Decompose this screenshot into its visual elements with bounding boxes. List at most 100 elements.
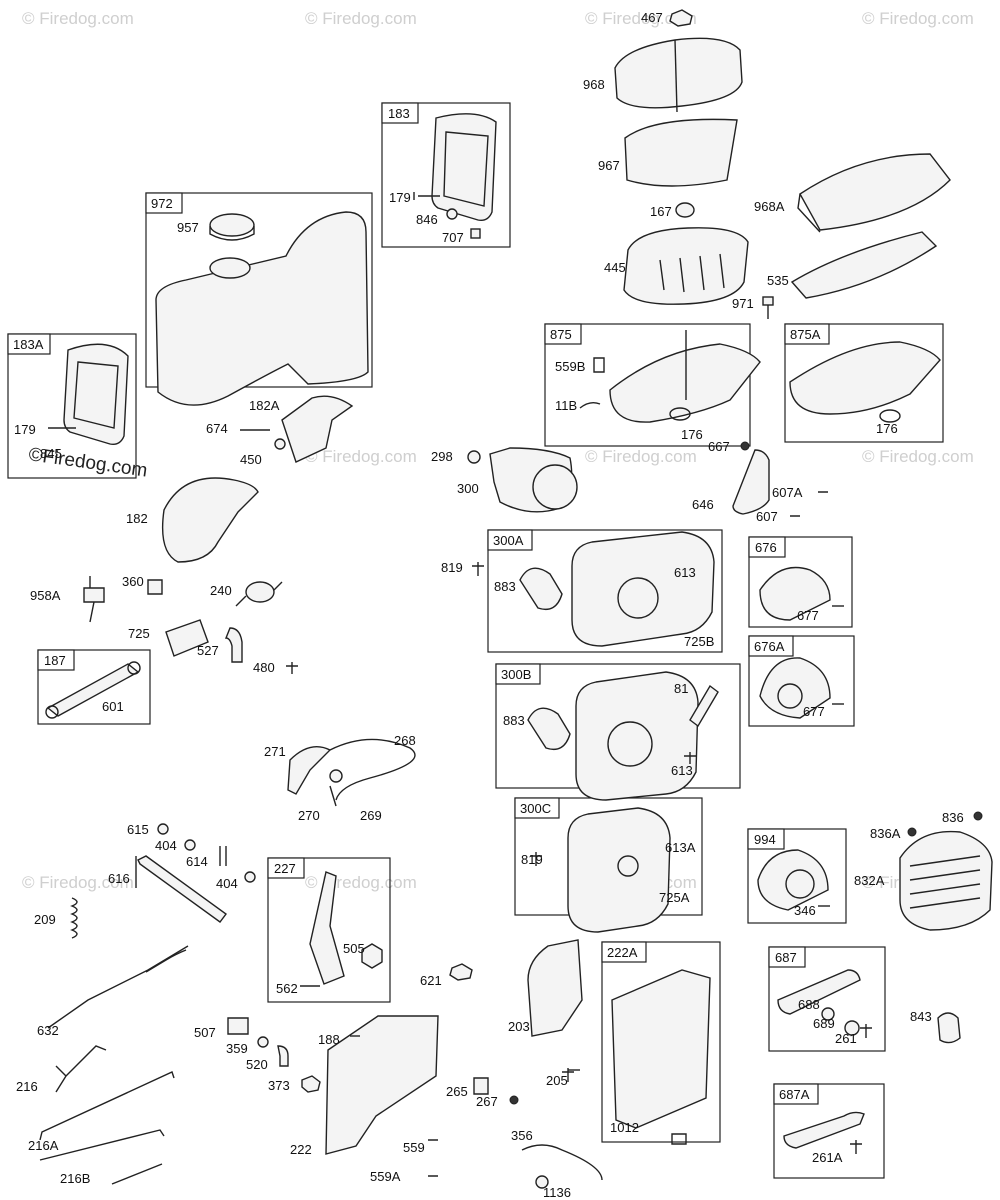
box-label: 300C	[520, 801, 551, 816]
part-label: 261	[835, 1031, 857, 1046]
part-label: 677	[803, 704, 825, 719]
box-label: 875A	[790, 327, 821, 342]
part-label: 725	[128, 626, 150, 641]
part-label: 559A	[370, 1169, 401, 1184]
part-label: 707	[442, 230, 464, 245]
part-label: 188	[318, 1032, 340, 1047]
part-label: 957	[177, 220, 199, 235]
part-label: 846	[416, 212, 438, 227]
part-label: 527	[197, 643, 219, 658]
part-label: 265	[446, 1084, 468, 1099]
part-label: 505	[343, 941, 365, 956]
part-label: 535	[767, 273, 789, 288]
box-183A	[7, 333, 137, 479]
part-label: 240	[210, 583, 232, 598]
part-label: 968	[583, 77, 605, 92]
part-label: 958A	[30, 588, 61, 603]
part-label: 688	[798, 997, 820, 1012]
part-label: 450	[240, 452, 262, 467]
part-label: 883	[503, 713, 525, 728]
part-label: 179	[14, 422, 36, 437]
part-label: 507	[194, 1025, 216, 1040]
box-label: 300B	[501, 667, 531, 682]
box-676A	[748, 635, 855, 727]
part-label: 613A	[665, 840, 696, 855]
part-label: 445	[604, 260, 626, 275]
part-label: 845	[40, 446, 62, 461]
part-label: 1136	[543, 1185, 571, 1200]
box-972	[145, 192, 373, 388]
part-label: 689	[813, 1016, 835, 1031]
part-label: 819	[441, 560, 463, 575]
box-label: 300A	[493, 533, 524, 548]
watermarks: © Firedog.com © Firedog.com © Firedog.co…	[22, 9, 974, 892]
part-label: 11B	[555, 398, 577, 413]
part-label: 268	[394, 733, 416, 748]
part-label: 613	[674, 565, 696, 580]
part-label: 614	[186, 854, 208, 869]
part-label: 677	[797, 608, 819, 623]
watermark: © Firedog.com	[862, 447, 974, 466]
part-drawings	[39, 9, 993, 1189]
box-994	[747, 828, 847, 924]
box-label: 875	[550, 327, 572, 342]
watermark: © Firedog.com	[22, 9, 134, 28]
part-label: 205	[546, 1073, 568, 1088]
part-label: 725A	[659, 890, 690, 905]
box-227	[267, 857, 391, 1003]
part-label: 346	[794, 903, 816, 918]
part-label: 270	[298, 808, 320, 823]
part-label: 404	[155, 838, 177, 853]
box-187	[37, 649, 151, 725]
part-label: 559B	[555, 359, 585, 374]
box-label: 187	[44, 653, 66, 668]
part-label: 607	[756, 509, 778, 524]
box-875A	[784, 323, 944, 443]
part-label: 883	[494, 579, 516, 594]
part-label: 832A	[854, 873, 885, 888]
part-label: 843	[910, 1009, 932, 1024]
part-label: 836A	[870, 826, 901, 841]
part-label: 646	[692, 497, 714, 512]
part-label: 360	[122, 574, 144, 589]
part-label: 216B	[60, 1171, 90, 1186]
box-875	[544, 323, 751, 447]
part-label: 607A	[772, 485, 803, 500]
part-label: 967	[598, 158, 620, 173]
part-label: 176	[681, 427, 703, 442]
part-label: 601	[102, 699, 124, 714]
part-label: 467	[641, 10, 663, 25]
part-label: 271	[264, 744, 286, 759]
box-300A	[487, 529, 723, 653]
box-687	[768, 946, 886, 1052]
watermark: © Firedog.com	[585, 447, 697, 466]
part-label: 81	[674, 681, 688, 696]
part-label: 725B	[684, 634, 714, 649]
part-label: 632	[37, 1023, 59, 1038]
part-label: 209	[34, 912, 56, 927]
watermark: © Firedog.com	[862, 9, 974, 28]
box-687A	[773, 1083, 885, 1179]
part-label: 298	[431, 449, 453, 464]
part-label: 203	[508, 1019, 530, 1034]
part-label: 179	[389, 190, 411, 205]
box-label: 227	[274, 861, 296, 876]
part-label: 373	[268, 1078, 290, 1093]
box-label: 994	[754, 832, 776, 847]
part-label: 269	[360, 808, 382, 823]
part-label: 621	[420, 973, 442, 988]
watermark: © Firedog.com	[22, 873, 134, 892]
part-label: 300	[457, 481, 479, 496]
box-label: 687	[775, 950, 797, 965]
box-label: 183A	[13, 337, 44, 352]
box-label: 972	[151, 196, 173, 211]
part-label: 167	[650, 204, 672, 219]
part-label: 222	[290, 1142, 312, 1157]
part-label: 836	[942, 810, 964, 825]
part-label: 182	[126, 511, 148, 526]
part-label: 216A	[28, 1138, 59, 1153]
box-label: 183	[388, 106, 410, 121]
part-label: 359	[226, 1041, 248, 1056]
part-labels: 467 968 967 167 968A 535 445 971 957 179…	[14, 10, 964, 1200]
